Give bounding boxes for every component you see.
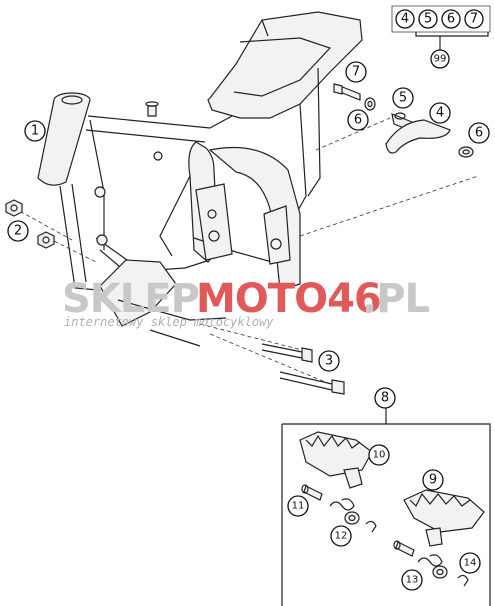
watermark-subtitle: internetowy sklep motocyklowy (64, 315, 274, 329)
callout-9-label: 9 (429, 473, 437, 488)
callout-10: 10 (368, 444, 390, 466)
watermark-part2: MOTO46 (196, 276, 381, 322)
kit-item-4: 4 (395, 9, 415, 29)
callout-2: 2 (7, 220, 29, 242)
watermark: SKLEP MOTO46 .PL internetowy sklep motoc… (62, 276, 431, 329)
kit-item-5: 5 (418, 9, 438, 29)
nut-upper (5, 199, 23, 217)
footpeg-lower (403, 489, 485, 547)
callout-4-label: 4 (436, 106, 444, 121)
callout-8: 8 (374, 387, 396, 409)
side-stand (385, 119, 451, 154)
bolt-upper (261, 343, 313, 363)
clip-lower (457, 574, 469, 587)
callout-5: 5 (392, 87, 414, 109)
callout-6-right: 6 (468, 122, 490, 144)
callout-13: 13 (401, 569, 423, 591)
washer-upper (344, 511, 360, 525)
kit-item-7-label: 7 (470, 12, 478, 27)
pin-lower (393, 540, 415, 557)
leader-lines (13, 117, 479, 385)
callout-12: 12 (330, 525, 352, 547)
washer-right (458, 146, 474, 158)
spring-lower (417, 554, 443, 567)
callout-4: 4 (429, 102, 451, 124)
spring-upper (329, 498, 355, 511)
callout-14: 14 (459, 552, 481, 574)
kit-item-5-label: 5 (424, 12, 432, 27)
callout-6-left: 6 (347, 109, 369, 131)
clip-upper (365, 520, 377, 533)
washer-left (364, 97, 376, 111)
callout-6-left-label: 6 (354, 113, 362, 128)
callout-10-label: 10 (373, 450, 386, 461)
nut-lower (37, 231, 55, 249)
kit-box: 4 5 6 7 99 (391, 5, 491, 69)
watermark-part3: .PL (362, 276, 430, 322)
callout-1-label: 1 (31, 124, 39, 139)
bolt-lower (279, 371, 345, 395)
kit-item-6-label: 6 (447, 12, 455, 27)
footpeg-upper (299, 431, 373, 489)
callout-11: 11 (287, 495, 309, 517)
callout-14-label: 14 (464, 558, 477, 569)
kit-item-7: 7 (464, 9, 484, 29)
steering-head (37, 92, 91, 186)
pin-upper (301, 484, 323, 501)
callout-8-label: 8 (381, 391, 389, 406)
watermark-part1: SKLEP (62, 276, 199, 322)
callout-13-label: 13 (406, 575, 419, 586)
washer-lower (432, 565, 448, 579)
footrest-inset (281, 406, 491, 606)
callout-7: 7 (345, 61, 367, 83)
kit-item-6: 6 (441, 9, 461, 29)
frame (37, 11, 363, 347)
callout-6-right-label: 6 (475, 126, 483, 141)
kit-code: 99 (430, 49, 450, 69)
kit-item-4-label: 4 (401, 12, 409, 27)
callout-2-label: 2 (14, 224, 22, 239)
callout-11-label: 11 (292, 501, 305, 512)
callout-5-label: 5 (399, 91, 407, 106)
kit-code-label: 99 (434, 54, 447, 65)
stand-bolt (333, 83, 361, 101)
callout-7-label: 7 (352, 65, 360, 80)
callout-9: 9 (422, 469, 444, 491)
callout-3-label: 3 (325, 354, 333, 369)
callout-3: 3 (318, 350, 340, 372)
callout-1: 1 (24, 120, 46, 142)
callout-12-label: 12 (335, 531, 348, 542)
